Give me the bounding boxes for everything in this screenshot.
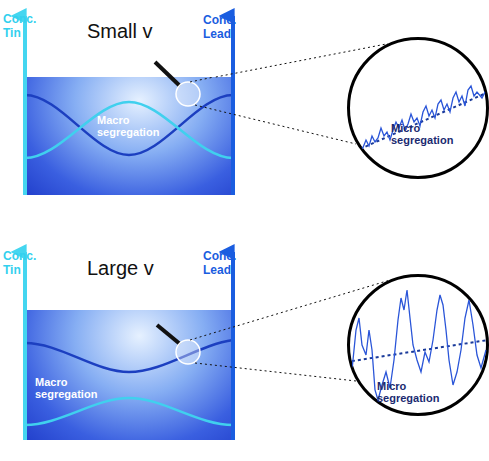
micro-label: Micro segregation <box>377 380 447 404</box>
axis-label: Conc. Tin <box>3 250 41 278</box>
axis-label: Conc. Tin <box>3 13 41 41</box>
axis-label: Conc. Lead <box>203 14 245 42</box>
speed-heading: Small v <box>87 20 197 42</box>
circle-shape <box>349 276 488 415</box>
axis-label: Conc. Lead <box>203 250 245 278</box>
circle-shape <box>349 39 488 178</box>
casting-box: Large vMacro segregation <box>25 310 233 440</box>
speed-heading: Large v <box>87 257 197 279</box>
micro-label: Micro segregation <box>391 122 461 146</box>
casting-box: Small vMacro segregation <box>25 77 233 195</box>
magnified-circle: Micro segregation <box>347 274 489 416</box>
macro-label: Macro segregation <box>97 114 169 138</box>
macro-label: Macro segregation <box>35 376 107 400</box>
magnified-circle: Micro segregation <box>347 37 489 179</box>
circle-outline <box>347 37 489 179</box>
